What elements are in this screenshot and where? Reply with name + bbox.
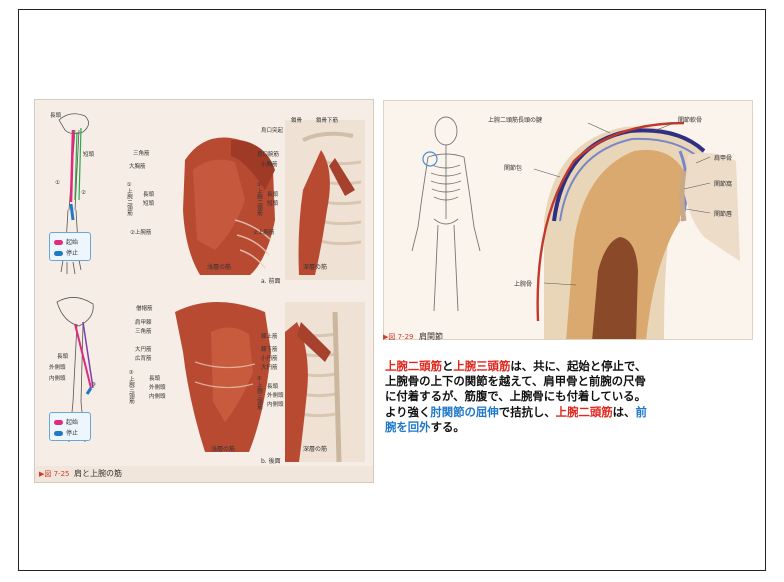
explanation-paragraph: 上腕二頭筋と上腕三頭筋は、共に、起始と停止で、 上腕骨の上下の関節を越えて、肩甲…: [385, 359, 755, 435]
label-lateral-head-b-right: 外側頭: [267, 393, 284, 399]
term-biceps-2: 上腕二頭筋: [555, 404, 613, 419]
label-infraspinatus: 棘下筋: [261, 347, 278, 353]
arm-label-long-head-b: 長頭: [57, 354, 69, 360]
label-glenoid-fossa: 関節窩: [714, 181, 733, 188]
insertion-swatch: [54, 251, 63, 256]
label-long-head-b-right: 長頭: [267, 384, 279, 390]
term-forearm-supination-b: 腕を回外: [385, 419, 431, 434]
label-biceps-right: ①上腕二頭筋: [256, 182, 262, 216]
label-long-head-right: 長頭: [267, 192, 279, 198]
caption-prefix-left: ▶図 7-25: [39, 470, 70, 478]
arm-label-lateral-head: 外側頭: [49, 365, 66, 371]
panel-b-label: b. 後面: [261, 458, 281, 465]
label-supraspinatus: 棘上筋: [261, 334, 278, 340]
text-and: と: [441, 359, 454, 373]
label-coracobrachialis: 烏口腕筋: [257, 152, 280, 158]
label-medial-head-b-right: 内側頭: [267, 402, 284, 408]
arm-label-short-head: 短頭: [83, 152, 95, 158]
label-short-head-right: 短頭: [267, 201, 279, 207]
label-pectoralis-minor: 小胸筋: [261, 162, 278, 168]
label-biceps-tendon: 上腕二頭筋長頭の腱: [488, 117, 543, 124]
text-line-3: に付着するが、筋腹で、上腕骨にも付着している。: [385, 389, 646, 404]
text-line-4-a: より強く: [385, 404, 431, 419]
subcaption-superficial-a: 浅層の筋: [207, 264, 232, 271]
label-triceps-right: ③上腕三頭筋: [256, 376, 262, 410]
label-subclavius: 鎖骨下筋: [316, 118, 339, 124]
term-biceps: 上腕二頭筋: [385, 359, 442, 373]
posterior-panel: 長頭 外側頭 内側頭 ③ 僧帽筋 肩甲棘 三角筋 大円筋 広背筋 ③上腕三頭筋 …: [35, 292, 373, 468]
label-long-head-left: 長頭: [143, 192, 155, 198]
subcaption-deep-a: 深層の筋: [303, 264, 328, 271]
shoulder-joint-figure: 上腕二頭筋長頭の腱 関節軟骨 関節包 肩甲骨 関節窩 関節唇 上腕骨: [383, 100, 753, 340]
term-triceps: 上腕三頭筋: [453, 359, 511, 373]
label-joint-capsule: 関節包: [504, 165, 523, 172]
origin-swatch: [54, 240, 63, 245]
panel-a-label: a. 前面: [261, 278, 281, 285]
label-brachialis-right: ②上腕筋: [253, 230, 275, 236]
label-teres-major-right: 大円筋: [261, 365, 278, 371]
label-short-head-left: 短頭: [143, 201, 155, 207]
label-brachialis-left: ②上腕筋: [130, 230, 152, 236]
label-deltoid: 三角筋: [133, 151, 150, 157]
text-line-5-b: する。: [430, 419, 465, 434]
label-latissimus: 広背筋: [135, 356, 152, 362]
arm-marker-3: ③: [91, 382, 96, 388]
label-long-head-b-left: 長頭: [149, 376, 161, 382]
label-coracoid: 烏口突起: [261, 128, 284, 134]
arm-label-long-head: 長頭: [50, 113, 62, 119]
label-deltoid-b: 三角筋: [135, 329, 152, 335]
label-lateral-head-b-left: 外側頭: [149, 385, 166, 391]
legend-origin: 起始: [66, 239, 79, 246]
term-elbow-flexion: 肘関節の屈伸: [430, 404, 499, 419]
legend-insertion: 停止: [66, 250, 79, 257]
insertion-swatch-b: [54, 431, 63, 436]
left-figure-caption: ▶図 7-25 肩と上腕の筋: [35, 466, 373, 482]
label-biceps-left: ①上腕二頭筋: [126, 182, 132, 216]
arm-marker-1: ①: [55, 180, 60, 186]
text-line-1: 上腕二頭筋と上腕三頭筋は、共に、起始と停止で、: [385, 359, 755, 374]
origin-swatch-b: [54, 420, 63, 425]
anterior-panel: 長頭 短頭 ① ② 三角筋 大胸筋 ①上腕二頭筋 長頭 短頭 ②上腕筋 鎖骨 鎖…: [35, 100, 373, 290]
text-line-1-rest: は、共に、起始と停止で、: [510, 359, 647, 373]
caption-prefix-right: ▶図 7-29: [383, 333, 414, 341]
anterior-illustration: [58, 113, 365, 280]
label-humerus: 上腕骨: [514, 281, 533, 288]
label-teres-major-b: 大円筋: [135, 347, 152, 353]
arm-marker-2: ②: [81, 190, 86, 196]
label-clavicle: 鎖骨: [291, 118, 303, 124]
text-line-2: 上腕骨の上下の関節を越えて、肩甲骨と前腕の尺骨: [385, 374, 646, 389]
subcaption-deep-b: 深層の筋: [303, 446, 328, 453]
label-medial-head-b-left: 内側頭: [149, 394, 166, 400]
text-line-4-c: で拮抗し、: [498, 404, 556, 419]
subcaption-superficial-b: 浅層の筋: [211, 446, 236, 453]
label-glenoid-labrum: 関節唇: [714, 211, 733, 218]
text-line-4-e: は、: [612, 404, 636, 419]
caption-text-left: 肩と上腕の筋: [74, 469, 123, 478]
right-figure-caption: ▶図 7-29 肩関節: [383, 330, 443, 344]
shoulder-arm-muscles-figure: 長頭 短頭 ① ② 三角筋 大胸筋 ①上腕二頭筋 長頭 短頭 ②上腕筋 鎖骨 鎖…: [34, 99, 374, 483]
legend-insertion-b: 停止: [66, 430, 79, 437]
label-trapezius: 僧帽筋: [136, 306, 153, 312]
label-scapular-spine: 肩甲棘: [135, 320, 152, 326]
text-line-4: より強く肘関節の屈伸で拮抗し、上腕二頭筋は、前: [385, 405, 755, 420]
shoulder-joint-illustration: [411, 116, 740, 339]
term-forearm-supination-a: 前: [635, 404, 647, 419]
legend-a: 起始 停止: [49, 232, 91, 261]
posterior-illustration: [56, 297, 365, 463]
label-articular-cartilage: 関節軟骨: [678, 117, 703, 124]
label-triceps-left: ③上腕三頭筋: [128, 370, 134, 404]
label-teres-minor: 小円筋: [261, 356, 278, 362]
arm-label-medial-head: 内側頭: [49, 376, 66, 382]
legend-b: 起始 停止: [49, 412, 91, 441]
label-scapula: 肩甲骨: [714, 155, 733, 162]
legend-origin-b: 起始: [66, 419, 79, 426]
caption-text-right: 肩関節: [419, 332, 444, 341]
text-line-5: 腕を回外する。: [385, 420, 755, 435]
label-pectoralis-major: 大胸筋: [129, 164, 146, 170]
